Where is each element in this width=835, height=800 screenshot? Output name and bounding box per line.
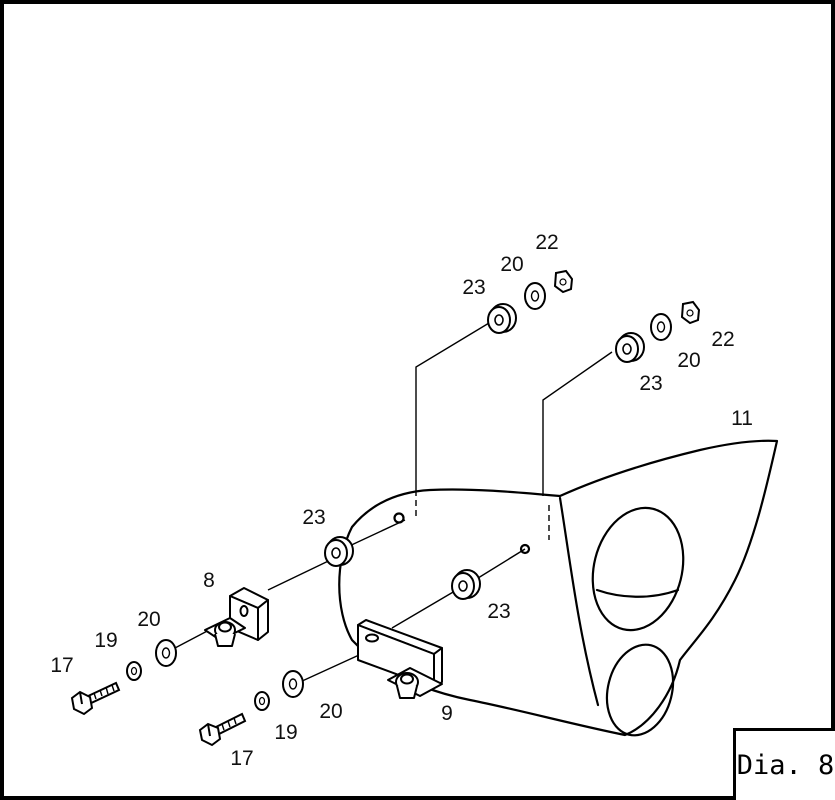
diagram-label: Dia. 8 xyxy=(733,728,835,800)
washer-20-low xyxy=(282,670,304,698)
callout-19-left: 19 xyxy=(94,629,117,652)
washer-20-left xyxy=(155,639,177,667)
spacer-23-top xyxy=(487,303,517,334)
callout-20-right: 20 xyxy=(677,349,700,372)
callout-20-top: 20 xyxy=(500,253,523,276)
callout-19-low: 19 xyxy=(274,721,297,744)
bolt-17-left xyxy=(70,681,121,716)
callout-22-right: 22 xyxy=(711,328,734,351)
lock-washer-19-left xyxy=(126,661,142,681)
callout-23-left: 23 xyxy=(302,506,325,529)
callout-23-top: 23 xyxy=(462,276,485,299)
nut-22-top xyxy=(553,269,574,294)
spacer-23-left xyxy=(324,536,354,567)
washer-20-top xyxy=(524,282,546,310)
callout-17-left: 17 xyxy=(50,654,73,677)
callout-17-low: 17 xyxy=(230,747,253,770)
callout-20-low: 20 xyxy=(319,700,342,723)
callout-23-right: 23 xyxy=(639,372,662,395)
spacer-23-right xyxy=(615,332,645,363)
bracket-9 xyxy=(357,619,443,699)
lock-washer-19-low xyxy=(254,691,270,711)
callout-20-left: 20 xyxy=(137,608,160,631)
callout-8: 8 xyxy=(203,569,215,592)
callout-11: 11 xyxy=(731,407,753,430)
spacer-23-mid xyxy=(451,569,481,600)
callout-9: 9 xyxy=(441,702,453,725)
washer-20-right xyxy=(650,313,672,341)
callout-22-top: 22 xyxy=(535,231,558,254)
callout-23-mid: 23 xyxy=(487,600,510,623)
bolt-17-low xyxy=(198,712,247,747)
bracket-8 xyxy=(204,587,269,647)
nut-22-right xyxy=(680,300,701,325)
